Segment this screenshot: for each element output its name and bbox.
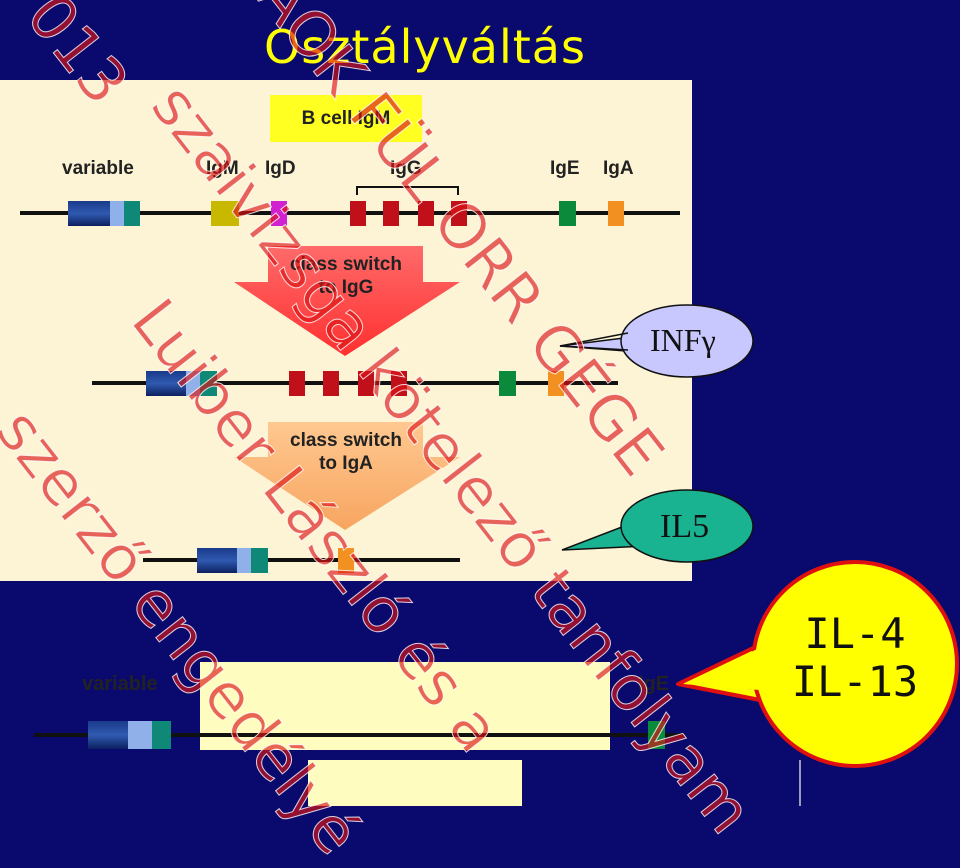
germline-gene-row — [20, 186, 680, 226]
il4-text: IL-4 — [804, 609, 906, 658]
igg-segment-4 — [451, 201, 467, 226]
excised-circle-highlight — [308, 760, 522, 806]
igg-label: IgG — [390, 158, 422, 179]
b-cell-igm-label: B cell IgM — [270, 95, 422, 142]
ige-label: IgE — [550, 158, 580, 179]
gene-diagram-svg — [20, 186, 959, 806]
class-switch-iga-text: class switch to IgA — [262, 429, 430, 475]
variable-label: variable — [62, 158, 134, 179]
arrow1-line2: to IgG — [318, 277, 374, 298]
slide-title: Osztályváltás — [264, 20, 586, 74]
bottom-variable-label: variable — [82, 673, 158, 695]
il5-callout — [561, 489, 754, 563]
cytokine-burst-text: IL-4 IL-13 — [765, 610, 945, 706]
il4-il13-burst — [676, 560, 959, 768]
arrow1-line1: class switch — [290, 254, 402, 275]
infg-callout-text: INFγ — [650, 322, 716, 358]
igg-switched-gene-row — [92, 371, 618, 396]
igm-label: IgM — [206, 158, 239, 179]
bottom-ige-label: IgE — [638, 673, 670, 695]
igg-segment-2 — [383, 201, 399, 226]
iga-label: IgA — [603, 158, 634, 179]
ige-switched-gene-row — [34, 721, 684, 749]
variable-segment-teal — [124, 201, 140, 226]
il5-callout-text: IL5 — [660, 508, 710, 545]
arrow2-line2: to IgA — [319, 453, 373, 474]
igd-label: IgD — [265, 158, 296, 179]
il13-text: IL-13 — [791, 657, 919, 706]
arrow2-line1: class switch — [290, 430, 402, 451]
iga-switched-gene-row — [143, 548, 460, 573]
igg-bracket — [356, 186, 459, 195]
iga-segment — [608, 201, 624, 226]
igg-segment-3 — [418, 201, 434, 226]
igm-segment — [211, 201, 239, 226]
igg-segment-1 — [350, 201, 366, 226]
infg-callout — [559, 304, 754, 378]
class-switch-igg-text: class switch to IgG — [262, 253, 430, 299]
class-switch-igg-arrow — [234, 246, 460, 356]
igd-segment — [271, 201, 287, 226]
variable-segment — [68, 201, 110, 226]
variable-segment-light — [110, 201, 124, 226]
ige-segment — [559, 201, 576, 226]
class-switch-iga-arrow — [234, 422, 460, 530]
